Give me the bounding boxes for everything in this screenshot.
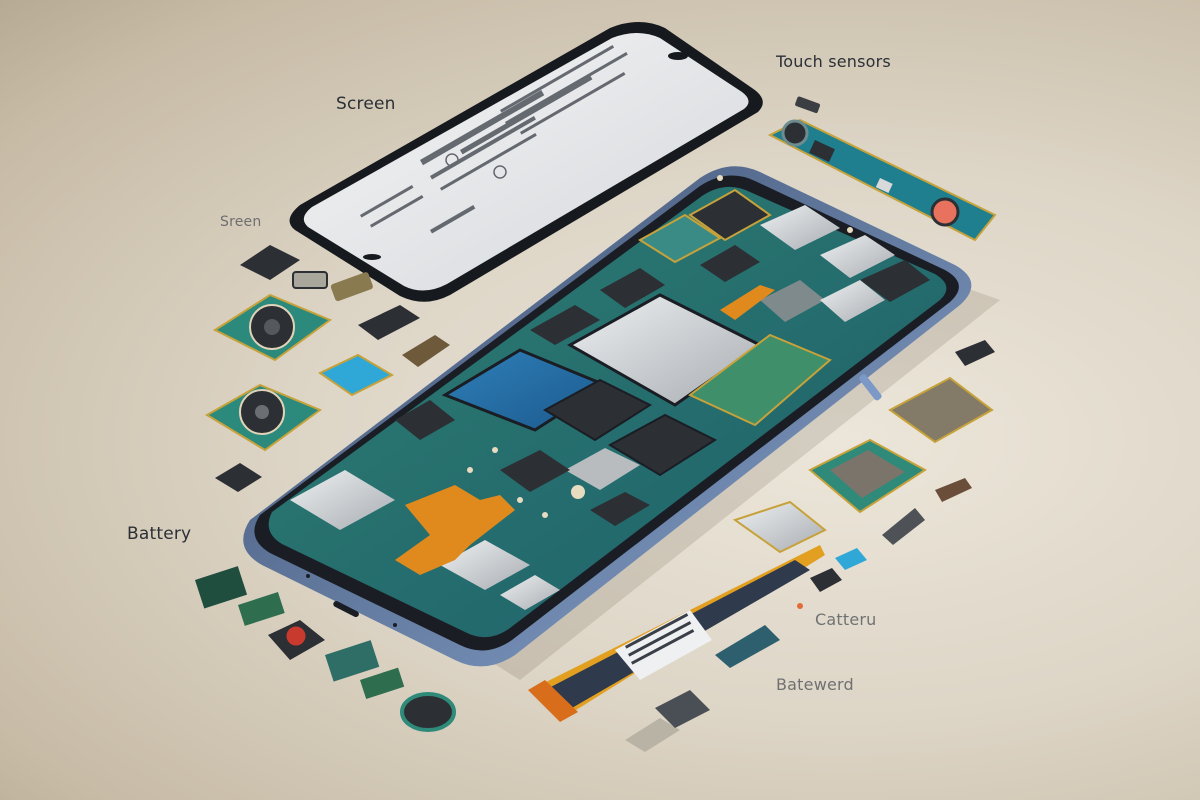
screen-panel	[289, 22, 763, 302]
label-battery-tertiary: Batewerd	[776, 675, 854, 694]
loose-components-bottom-left	[195, 566, 456, 732]
label-touch-sensors: Touch sensors	[776, 52, 891, 71]
label-battery: Battery	[127, 524, 192, 544]
loose-components-left	[205, 245, 450, 492]
battery-pack	[528, 500, 827, 752]
screen-label-print	[360, 45, 628, 234]
touch-sensors-module	[767, 96, 997, 242]
label-screen: Screen	[336, 94, 396, 114]
phone-body	[243, 166, 972, 667]
loose-components-right	[797, 340, 995, 609]
label-battery-secondary: Catteru	[815, 610, 877, 629]
label-screen-secondary: Sreen	[220, 214, 262, 230]
